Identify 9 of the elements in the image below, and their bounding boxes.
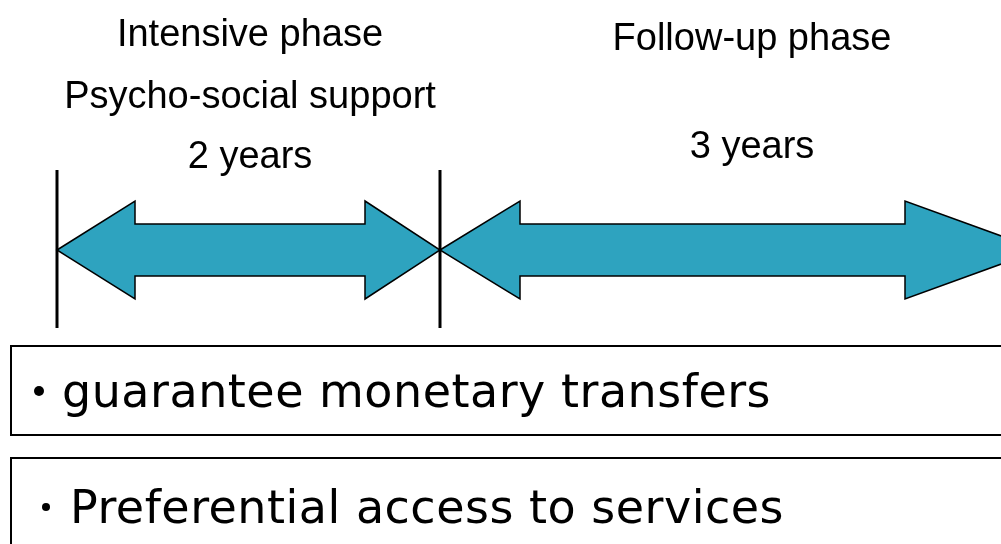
phase-label: 3 years bbox=[689, 126, 815, 164]
phase-label: Follow-up phase bbox=[612, 18, 892, 56]
phase-label: Intensive phase bbox=[116, 14, 384, 52]
text-box bbox=[10, 457, 1001, 544]
bullet-text: Preferential access to services bbox=[70, 480, 785, 534]
phase-label: Psycho-social support bbox=[64, 76, 436, 114]
bullet-text: guarantee monetary transfers bbox=[62, 363, 772, 418]
text-box bbox=[10, 345, 1001, 436]
phase-label: 2 years bbox=[187, 136, 313, 174]
